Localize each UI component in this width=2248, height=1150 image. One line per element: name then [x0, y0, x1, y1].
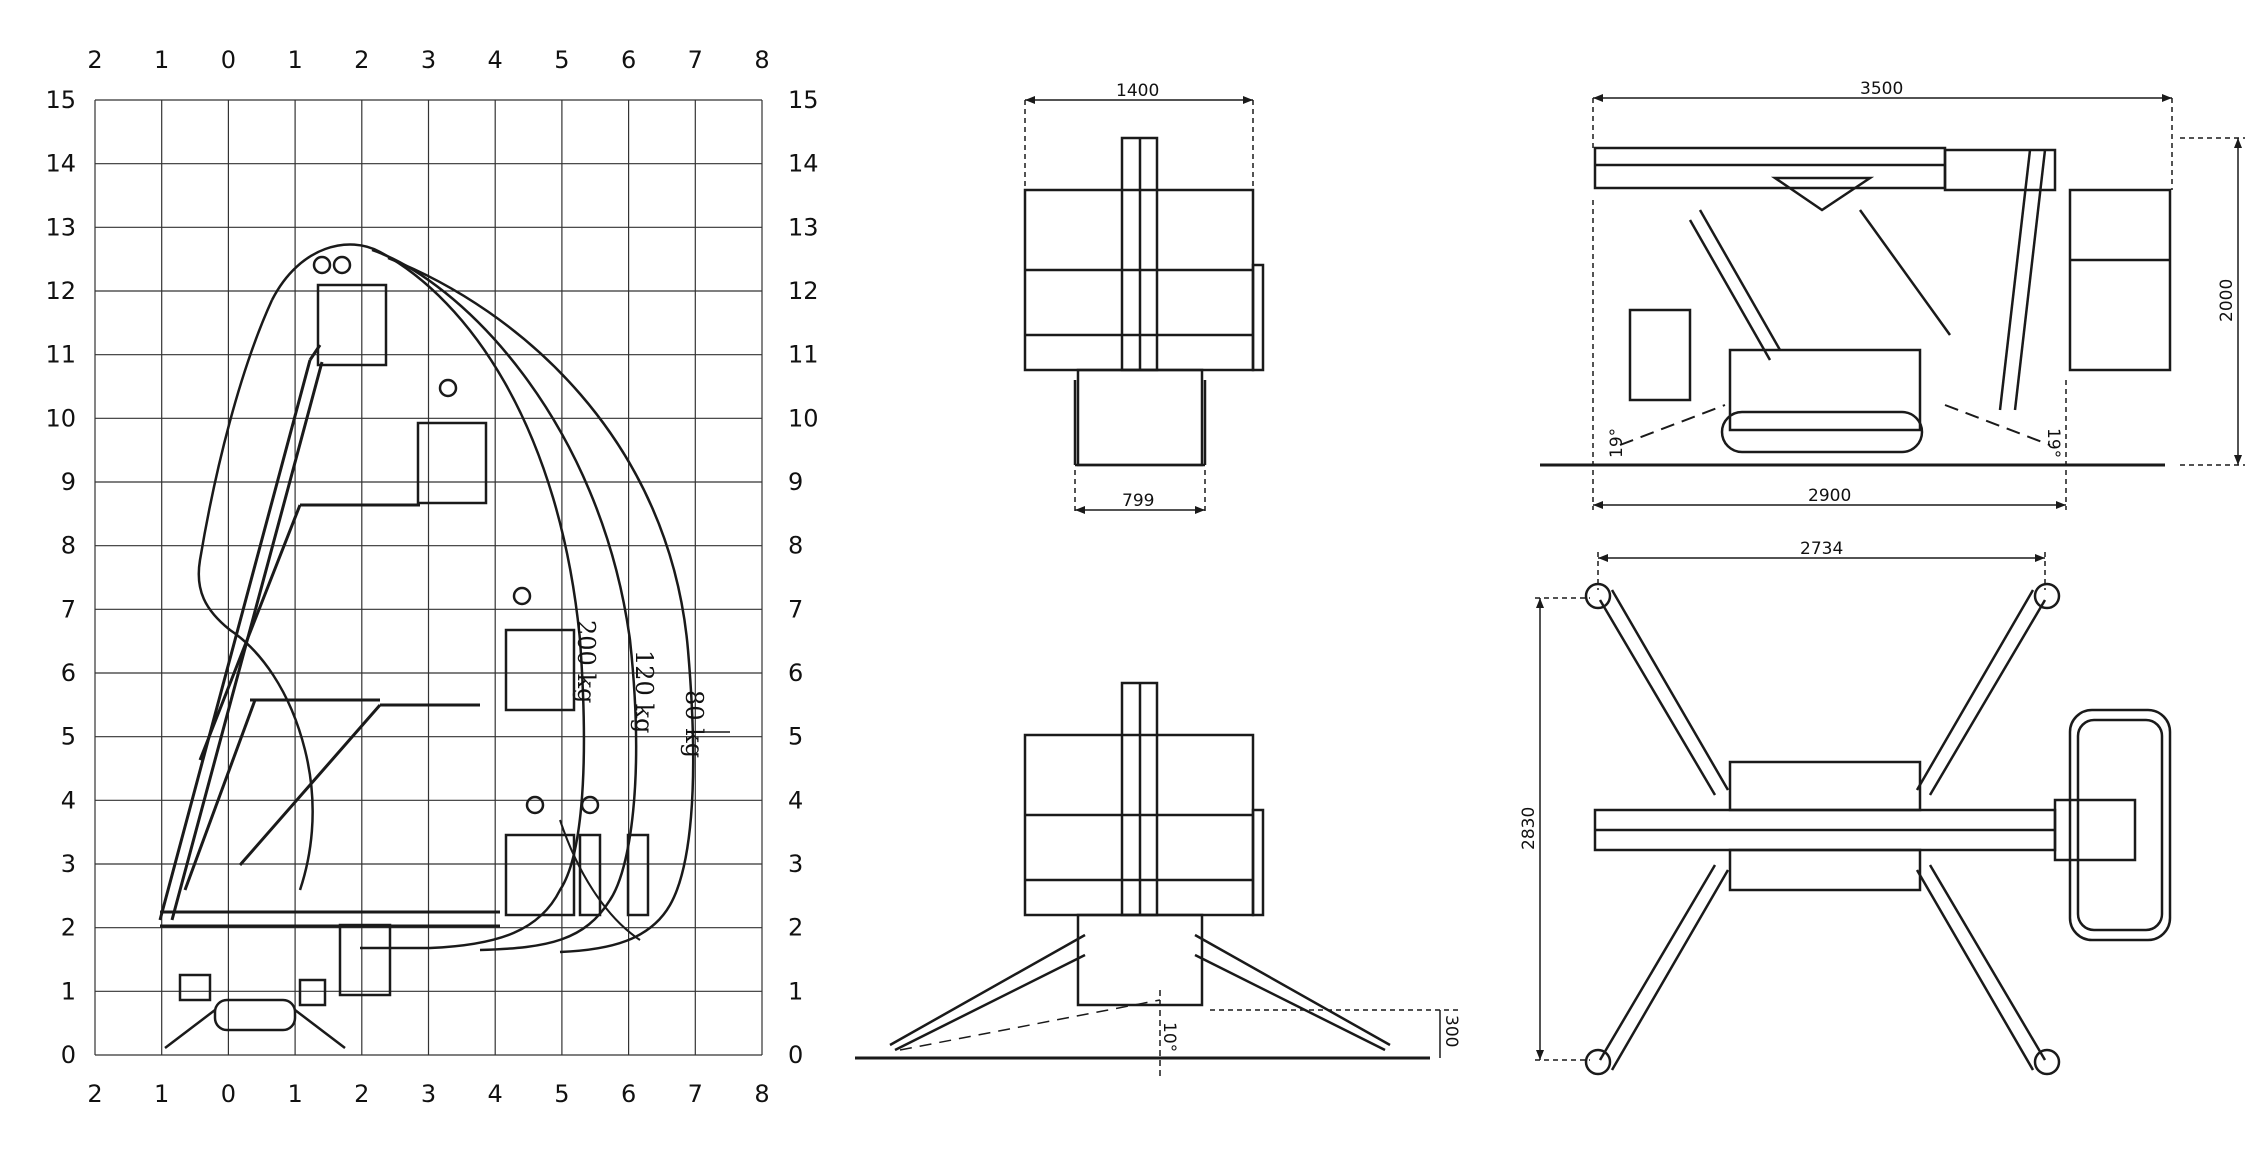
right-height-tick-label: 11 — [788, 341, 819, 369]
right-height-tick-label: 15 — [788, 86, 819, 114]
top-axis-tick-label: 6 — [621, 46, 636, 74]
bottom-axis-tick-label: 0 — [221, 1080, 236, 1108]
top-axis-labels: 2 1 0 1 2 3 4 5 6 7 8 — [87, 46, 769, 74]
right-height-tick-label: 8 — [788, 532, 803, 560]
side-view — [1540, 94, 2245, 510]
left-height-tick-label: 10 — [45, 404, 76, 432]
right-height-tick-label: 3 — [788, 850, 803, 878]
grid — [94, 99, 763, 1056]
side-angle-right: 19° — [2043, 428, 2063, 458]
envelope-reach-inner — [197, 299, 314, 891]
top-outrigger-depth-dimension: 2830 — [1519, 807, 1539, 850]
left-height-tick-label: 6 — [61, 659, 76, 687]
left-height-tick-label: 13 — [45, 213, 76, 241]
side-base-length-dimension: 2900 — [1808, 486, 1851, 506]
right-height-tick-label: 5 — [788, 723, 803, 751]
left-height-tick-label: 9 — [61, 468, 76, 496]
side-height-dimension: 2000 — [2217, 279, 2237, 322]
side-length-dimension: 3500 — [1860, 79, 1903, 99]
right-height-tick-label: 10 — [788, 404, 819, 432]
bottom-axis-tick-label: 6 — [621, 1080, 636, 1108]
top-axis-tick-label: 8 — [754, 46, 769, 74]
right-height-tick-label: 13 — [788, 213, 819, 241]
bottom-axis-tick-label: 3 — [421, 1080, 436, 1108]
left-height-tick-label: 15 — [45, 86, 76, 114]
right-height-tick-label: 4 — [788, 786, 803, 814]
bottom-axis-tick-label: 2 — [87, 1080, 102, 1108]
load-label-80: 80 kg — [680, 690, 708, 758]
front-view-stowed — [1023, 96, 1265, 515]
side-angle-left: 19° — [1607, 428, 1627, 458]
top-axis-tick-label: 7 — [688, 46, 703, 74]
basket-positions — [312, 255, 650, 997]
left-height-tick-label: 12 — [45, 277, 76, 305]
top-axis-tick-label: 4 — [488, 46, 503, 74]
bottom-axis-tick-label: 4 — [488, 1080, 503, 1108]
bottom-axis-tick-label: 2 — [354, 1080, 369, 1108]
top-axis-tick-label: 1 — [287, 46, 302, 74]
left-height-tick-label: 14 — [45, 150, 76, 178]
right-height-tick-label: 1 — [788, 977, 803, 1005]
left-height-tick-label: 5 — [61, 723, 76, 751]
top-axis-tick-label: 0 — [221, 46, 236, 74]
front-view-outriggers — [855, 681, 1460, 1080]
top-outrigger-span-dimension: 2734 — [1800, 539, 1843, 559]
boom-illustration — [158, 344, 500, 928]
load-label-120: 120 kg — [630, 650, 658, 733]
left-height-tick-label: 7 — [61, 595, 76, 623]
envelope-lower-bulge — [559, 819, 641, 941]
right-height-tick-label: 2 — [788, 914, 803, 942]
right-height-tick-label: 6 — [788, 659, 803, 687]
envelope-200kg — [270, 243, 586, 950]
right-height-tick-label: 9 — [788, 468, 803, 496]
left-height-tick-label: 8 — [61, 532, 76, 560]
left-height-tick-label: 0 — [61, 1041, 76, 1069]
right-height-tick-label: 12 — [788, 277, 819, 305]
bottom-axis-tick-label: 1 — [154, 1080, 169, 1108]
top-axis-tick-label: 3 — [421, 46, 436, 74]
outrigger-height-dimension: 300 — [1441, 1015, 1461, 1047]
top-axis-tick-label: 2 — [87, 46, 102, 74]
bottom-axis-labels: 2 1 0 1 2 3 4 5 6 7 8 — [87, 1080, 769, 1108]
left-height-tick-label: 2 — [61, 914, 76, 942]
top-axis-tick-label: 1 — [154, 46, 169, 74]
envelope-80kg — [387, 256, 695, 954]
front-track-width-dimension: 799 — [1122, 491, 1154, 511]
load-label-200: 200 kg — [572, 620, 600, 703]
bottom-axis-tick-label: 7 — [688, 1080, 703, 1108]
right-height-tick-label: 14 — [788, 150, 819, 178]
right-height-tick-label: 0 — [788, 1041, 803, 1069]
envelope-120kg — [371, 248, 638, 952]
left-height-tick-label: 11 — [45, 341, 76, 369]
bottom-axis-tick-label: 8 — [754, 1080, 769, 1108]
left-height-tick-label: 4 — [61, 786, 76, 814]
base-machine — [164, 973, 346, 1049]
top-axis-tick-label: 5 — [554, 46, 569, 74]
left-height-tick-label: 1 — [61, 977, 76, 1005]
outrigger-angle-dimension: 10° — [1159, 1022, 1179, 1052]
top-axis-tick-label: 2 — [354, 46, 369, 74]
bottom-axis-tick-label: 1 — [287, 1080, 302, 1108]
left-height-tick-label: 3 — [61, 850, 76, 878]
top-view — [1535, 552, 2172, 1076]
bottom-axis-tick-label: 5 — [554, 1080, 569, 1108]
right-height-tick-label: 7 — [788, 595, 803, 623]
front-width-dimension: 1400 — [1116, 81, 1159, 101]
